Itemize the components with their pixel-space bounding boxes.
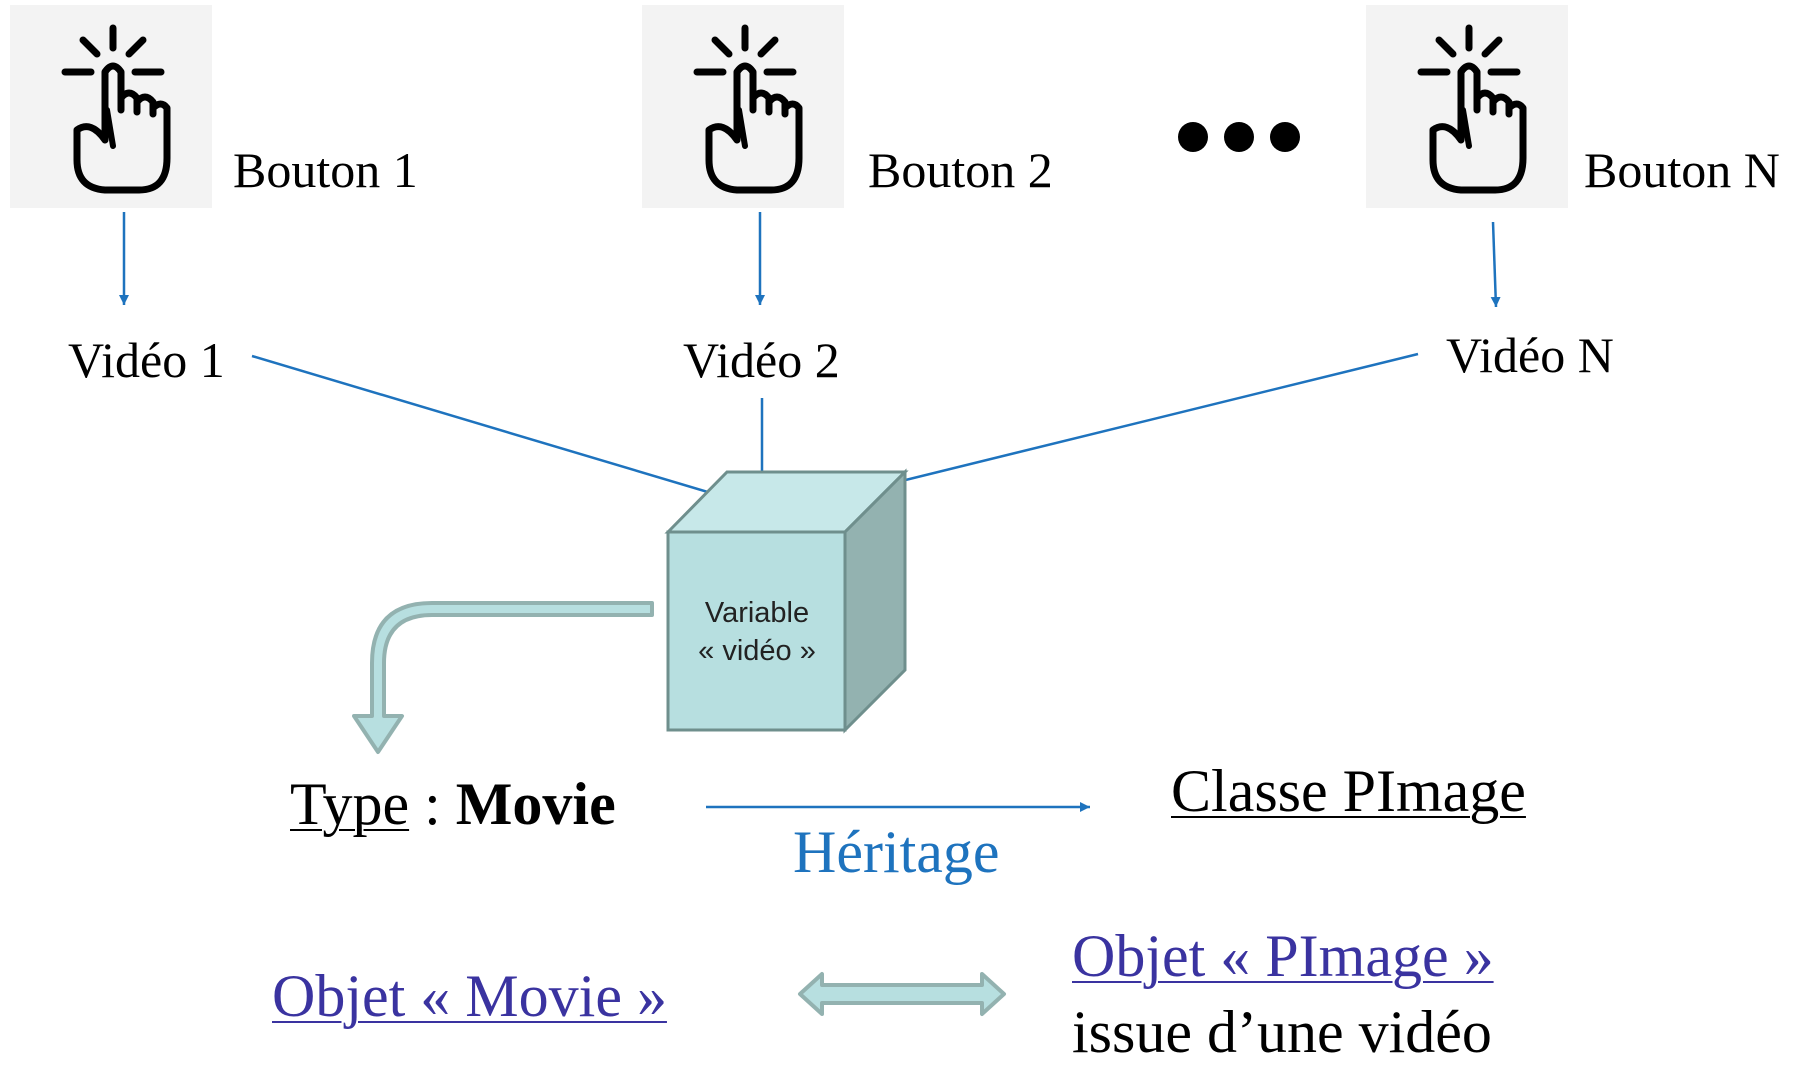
video-1-label: Vidéo 1 [68, 332, 225, 388]
type-value: Movie [455, 771, 616, 837]
inheritance-label: Héritage [793, 819, 1000, 885]
object-pimage-link[interactable]: Objet « PImage » [1072, 923, 1494, 989]
arrow-videoN-variable [811, 352, 1419, 506]
class-label: Classe PImage [1171, 758, 1526, 824]
curved-arrow-variable-type [352, 601, 654, 754]
ellipsis-dot [1270, 122, 1300, 152]
variable-cube-front [666, 530, 847, 732]
arrow-video1-variable [251, 354, 749, 506]
ellipsis-dot [1178, 122, 1208, 152]
variable-box-line1: Variable [704, 597, 810, 629]
video-2-label: Vidéo 2 [683, 332, 840, 388]
object-movie-link[interactable]: Objet « Movie » [272, 963, 667, 1029]
double-arrow [798, 972, 1006, 1016]
object-pimage-subtitle: issue d’une vidéo [1072, 999, 1492, 1065]
ellipsis-dot [1224, 122, 1254, 152]
variable-box-label: Variable « vidéo » [668, 594, 846, 670]
variable-box-line2: « vidéo » [698, 635, 816, 667]
button-n-label[interactable]: Bouton N [1584, 142, 1780, 198]
arrow-buttonN-videoN [1490, 221, 1501, 308]
type-line: Type : Movie [290, 774, 616, 834]
button-1-label[interactable]: Bouton 1 [233, 142, 418, 198]
video-n-label: Vidéo N [1446, 327, 1614, 383]
type-label: Type [290, 771, 410, 837]
type-separator: : [409, 771, 456, 837]
button-2-label[interactable]: Bouton 2 [868, 142, 1053, 198]
